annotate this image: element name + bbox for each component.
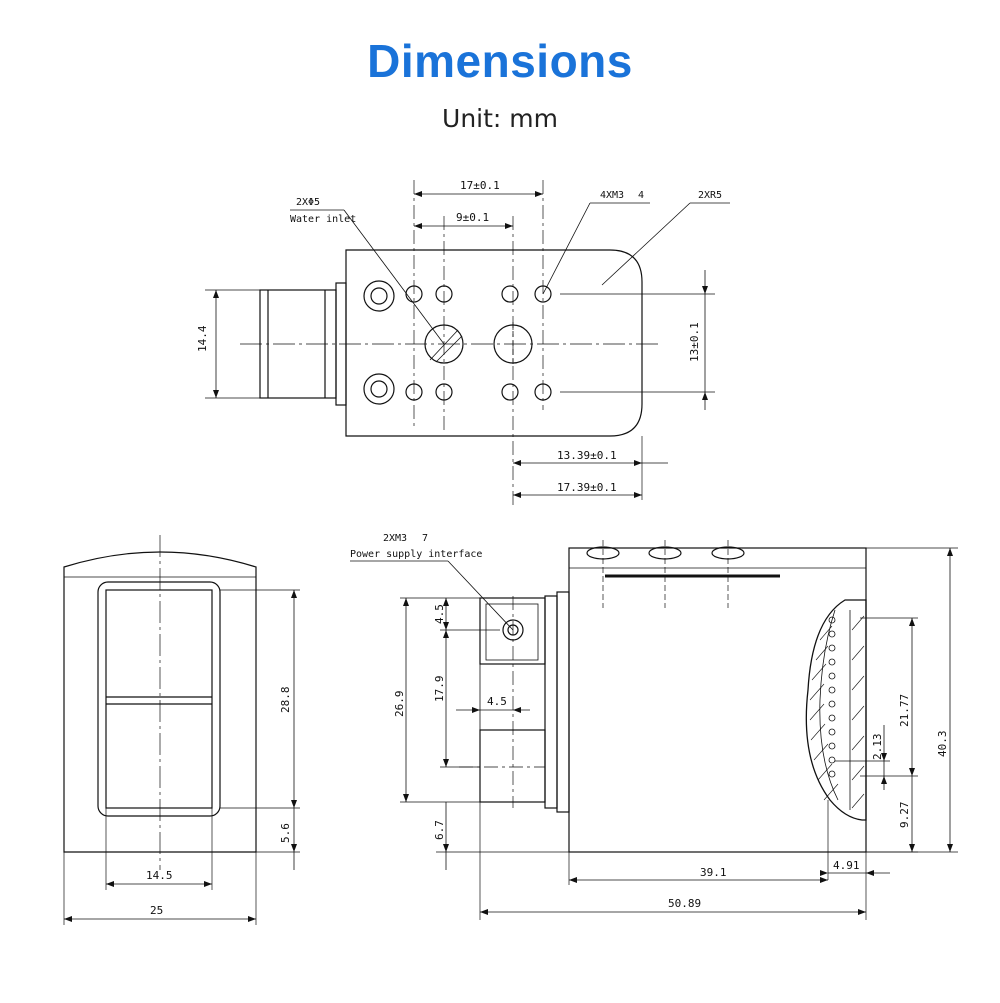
dim-13: 13±0.1 [688,322,701,362]
note-2xm3: 2XM3 [383,533,407,544]
dim-50-89: 50.89 [668,897,701,910]
power-interface-block [479,597,546,665]
dim-4-5-horizontal: 4.5 [487,695,507,708]
dim-26-9: 26.9 [393,691,406,718]
note-power-supply: Power supply interface [350,549,482,560]
dim-9-27: 9.27 [898,802,911,829]
dim-39-1: 39.1 [700,866,727,879]
dim-17: 17±0.1 [460,179,500,192]
dim-5-6: 5.6 [279,823,292,843]
front-view: 28.8 5.6 14.5 25 [63,535,300,925]
section-cutaway [805,599,867,821]
dim-40-3: 40.3 [936,731,949,758]
front-view-window [105,589,213,809]
unit-label: Unit: mm [442,104,558,133]
side-view-body [568,547,867,853]
dim-14-4: 14.4 [196,325,209,352]
page-title: Dimensions [367,35,633,87]
inlet-lower-icon [363,373,395,405]
dim-28-8: 28.8 [279,687,292,714]
note-water-inlet: Water inlet [290,214,356,225]
dim-9: 9±0.1 [456,211,489,224]
note-4xm3-depth: 4 [638,190,644,201]
side-view: 4.5 26.9 4.5 17.9 6.7 2XM3 7 Power suppl… [350,533,958,920]
dim-4-91: 4.91 [833,859,860,872]
note-2x-phi5: 2XΦ5 [296,197,320,208]
note-2xr5: 2XR5 [698,190,722,201]
top-view-outline [345,249,643,437]
dim-21-77: 21.77 [898,694,911,727]
dim-14-5: 14.5 [146,869,173,882]
dim-4-5-vertical: 4.5 [433,604,446,624]
dim-6-7: 6.7 [433,820,446,840]
inlet-upper-icon [363,280,395,312]
dim-25: 25 [150,904,163,917]
note-4xm3: 4XM3 [600,190,624,201]
side-view-flange [556,591,570,813]
top-view: 17±0.1 9±0.1 14.4 13±0.1 13.39±0.1 17.39… [196,179,730,505]
note-2xm3-depth: 7 [422,533,428,544]
dim-17-39: 17.39±0.1 [557,481,617,494]
front-view-outline [63,551,257,853]
dim-17-9: 17.9 [433,676,446,703]
dim-2-13: 2.13 [871,734,884,761]
dim-13-39: 13.39±0.1 [557,449,617,462]
